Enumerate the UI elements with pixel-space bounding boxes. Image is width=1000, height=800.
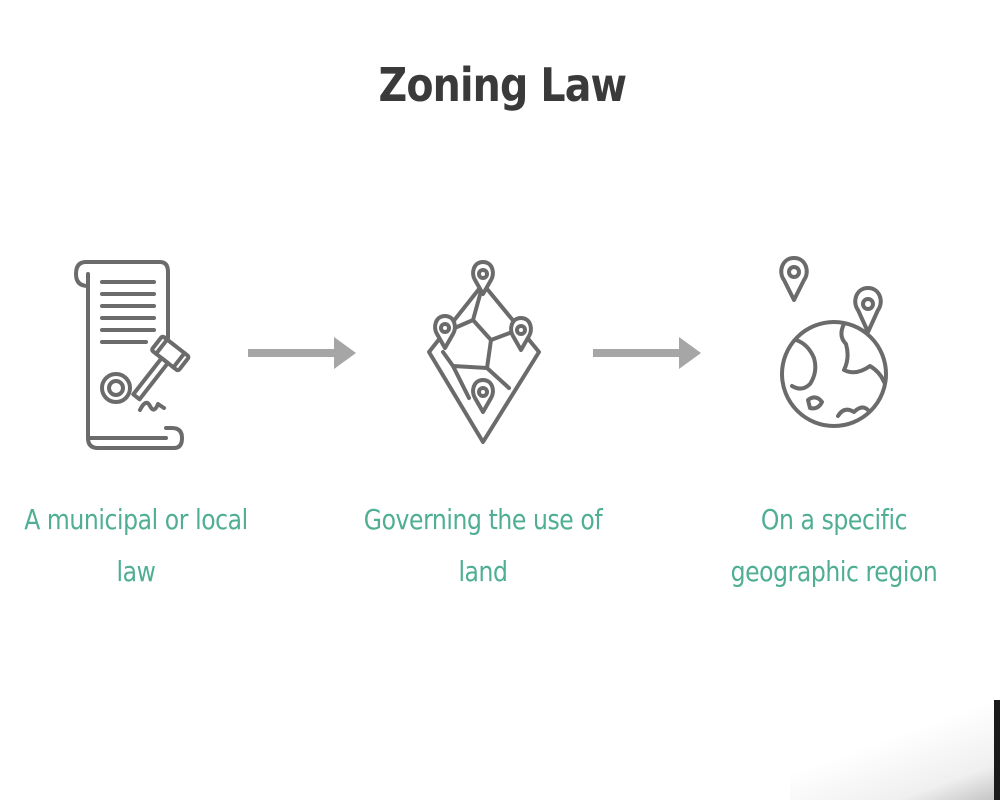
diagram-title: Zoning Law [378, 58, 628, 112]
step-label-geographic-region: On a specific geographic region [730, 503, 938, 588]
land-map-pins-icon [413, 248, 553, 458]
corner-edge [994, 700, 1000, 800]
step-label-land-use: Governing the use of land [363, 503, 603, 588]
globe-pin-icon [764, 248, 904, 458]
corner-shadow [790, 690, 1000, 800]
flow-arrow [593, 333, 703, 373]
legal-document-gavel-icon [66, 248, 206, 458]
flow-arrow [248, 333, 358, 373]
step-label-municipal-law: A municipal or local law [24, 503, 248, 588]
